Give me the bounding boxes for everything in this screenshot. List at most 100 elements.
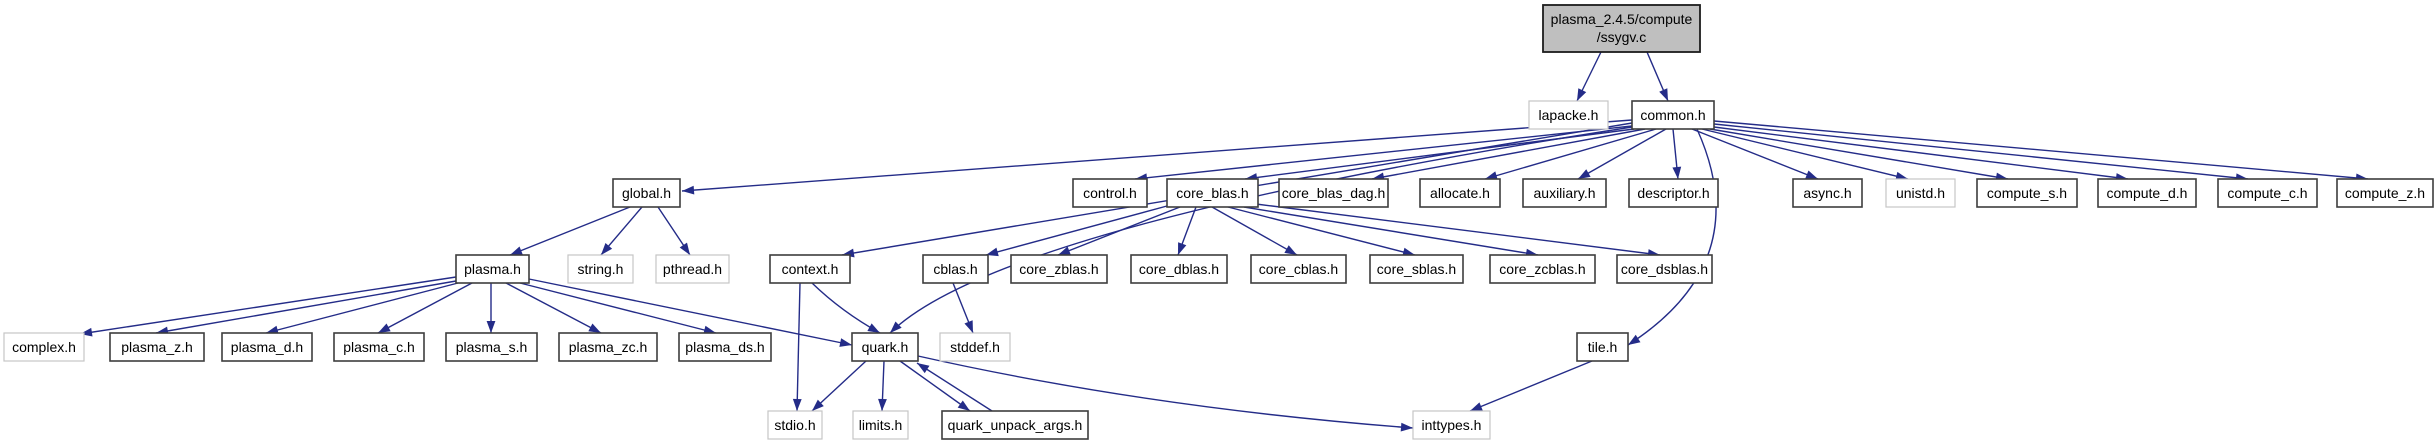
edge-common-compute_z <box>1713 120 2369 183</box>
node-box[interactable] <box>769 254 851 284</box>
arrowhead-icon <box>1672 166 1682 179</box>
node-allocate[interactable]: allocate.h <box>1419 178 1501 208</box>
edge-line <box>1469 360 1593 412</box>
node-core_blas[interactable]: core_blas.h <box>1166 178 1259 208</box>
arrowhead-icon <box>1628 334 1641 345</box>
node-tile[interactable]: tile.h <box>1576 332 1629 362</box>
edge-line <box>1709 128 2009 180</box>
node-box[interactable] <box>851 332 919 362</box>
node-core_zcblas[interactable]: core_zcblas.h <box>1489 254 1596 284</box>
node-box[interactable] <box>1792 178 1863 208</box>
node-box[interactable] <box>455 254 530 284</box>
node-plasma_ds[interactable]: plasma_ds.h <box>678 332 772 362</box>
node-plasma_zc[interactable]: plasma_zc.h <box>558 332 658 362</box>
node-common[interactable]: common.h <box>1631 100 1715 130</box>
node-cblas[interactable]: cblas.h <box>922 254 989 284</box>
node-box[interactable] <box>1576 332 1629 362</box>
node-async[interactable]: async.h <box>1792 178 1863 208</box>
node-box[interactable] <box>612 178 681 208</box>
node-core_blas_dag[interactable]: core_blas_dag.h <box>1278 178 1389 208</box>
edge-line <box>509 206 631 256</box>
arrowhead-icon <box>878 398 887 411</box>
node-compute_d[interactable]: compute_d.h <box>2097 178 2197 208</box>
arrowhead-icon <box>1577 88 1587 101</box>
node-box[interactable] <box>1010 254 1108 284</box>
node-box[interactable] <box>109 332 205 362</box>
node-lapacke: lapacke.h <box>1528 100 1609 130</box>
arrowhead-icon <box>588 323 601 333</box>
node-plasma_z[interactable]: plasma_z.h <box>109 332 205 362</box>
node-pthread: pthread.h <box>655 254 730 284</box>
node-stddef: stddef.h <box>939 332 1011 362</box>
node-context[interactable]: context.h <box>769 254 851 284</box>
node-box[interactable] <box>1072 178 1148 208</box>
node-compute_s[interactable]: compute_s.h <box>1976 178 2078 208</box>
node-plasma_s[interactable]: plasma_s.h <box>445 332 538 362</box>
edge-line <box>916 362 993 412</box>
node-compute_c[interactable]: compute_c.h <box>2217 178 2318 208</box>
node-label: quark.h <box>862 339 909 355</box>
node-label: stdio.h <box>774 417 815 433</box>
node-box[interactable] <box>1489 254 1596 284</box>
node-quark[interactable]: quark.h <box>851 332 919 362</box>
node-descriptor[interactable]: descriptor.h <box>1628 178 1719 208</box>
node-quark_unpack_args[interactable]: quark_unpack_args.h <box>941 410 1089 440</box>
node-box[interactable] <box>1166 178 1259 208</box>
node-box[interactable] <box>1522 178 1607 208</box>
node-core_dsblas[interactable]: core_dsblas.h <box>1616 254 1713 284</box>
node-compute_z[interactable]: compute_z.h <box>2336 178 2434 208</box>
node-box[interactable] <box>445 332 538 362</box>
node-core_zblas[interactable]: core_zblas.h <box>1010 254 1108 284</box>
node-box[interactable] <box>1250 254 1347 284</box>
node-core_cblas[interactable]: core_cblas.h <box>1250 254 1347 284</box>
node-core_sblas[interactable]: core_sblas.h <box>1369 254 1464 284</box>
node-box[interactable] <box>1369 254 1464 284</box>
node-box[interactable] <box>922 254 989 284</box>
node-box[interactable] <box>558 332 658 362</box>
edge-context-quark <box>811 282 881 334</box>
edge-plasma-complex <box>79 276 457 337</box>
node-box[interactable] <box>221 332 313 362</box>
node-plasma_d[interactable]: plasma_d.h <box>221 332 313 362</box>
node-box[interactable] <box>941 410 1089 440</box>
node-box[interactable] <box>2217 178 2318 208</box>
node-global[interactable]: global.h <box>612 178 681 208</box>
node-box[interactable] <box>1278 178 1389 208</box>
arrowhead-icon <box>792 398 802 411</box>
node-box <box>767 410 823 440</box>
edge-common-allocate <box>1484 128 1657 180</box>
arrowhead-icon <box>679 242 690 255</box>
arrowhead-icon <box>266 325 279 335</box>
edge-line <box>681 119 1633 192</box>
node-box[interactable] <box>1976 178 2078 208</box>
node-box[interactable] <box>2336 178 2434 208</box>
node-box[interactable] <box>1616 254 1713 284</box>
arrowhead-icon <box>1578 169 1591 179</box>
node-box[interactable] <box>1628 178 1719 208</box>
edge-plasma-plasma_ds <box>519 282 717 335</box>
node-label: core_zcblas.h <box>1499 261 1585 277</box>
edge-ssygv-lapacke <box>1576 51 1602 102</box>
node-plasma[interactable]: plasma.h <box>455 254 530 284</box>
node-box[interactable] <box>678 332 772 362</box>
node-box[interactable] <box>2097 178 2197 208</box>
edge-core_blas-core_zblas <box>1057 206 1181 256</box>
node-label: compute_z.h <box>2345 185 2425 201</box>
node-box[interactable] <box>1130 254 1228 284</box>
node-box[interactable] <box>333 332 425 362</box>
node-label: inttypes.h <box>1422 417 1482 433</box>
node-plasma_c[interactable]: plasma_c.h <box>333 332 425 362</box>
edge-line <box>1255 203 1661 256</box>
node-unistd: unistd.h <box>1885 178 1956 208</box>
edge-global-pthread <box>657 206 691 256</box>
node-box <box>852 410 909 440</box>
node-box[interactable] <box>1419 178 1501 208</box>
edge-common-async <box>1691 128 1819 180</box>
node-control[interactable]: control.h <box>1072 178 1148 208</box>
node-auxiliary[interactable]: auxiliary.h <box>1522 178 1607 208</box>
node-core_dblas[interactable]: core_dblas.h <box>1130 254 1228 284</box>
node-box[interactable] <box>1631 100 1715 130</box>
edge-context-stdio <box>792 282 802 412</box>
arrowhead-icon <box>601 243 613 255</box>
